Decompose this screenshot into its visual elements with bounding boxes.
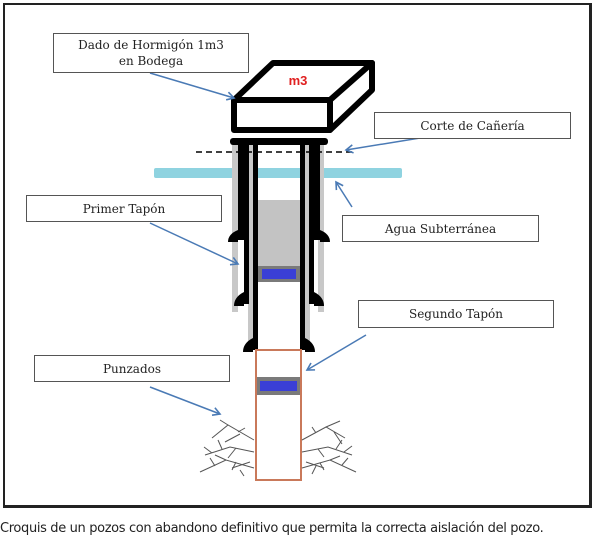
perforations-right (301, 420, 357, 475)
production-casing-left (253, 142, 258, 350)
outer-cement-left (232, 142, 238, 312)
label-perforations: Punzados (34, 355, 230, 382)
surface-casing-right (314, 142, 320, 240)
diagram-frame (3, 3, 592, 508)
block-label: m3 (289, 73, 308, 88)
label-concrete-block: Dado de Hormigón 1m3 en Bodega (53, 33, 249, 73)
surface-casing-shoe-right (320, 230, 330, 242)
intermediate-casing-shoe-left (234, 292, 244, 306)
second-plug (260, 381, 297, 391)
first-plug-cement (258, 200, 300, 270)
outer-cement-right (318, 142, 324, 312)
perforations-left (199, 419, 255, 477)
intermediate-casing-shoe-right (314, 292, 324, 306)
label-first-plug: Primer Tapón (26, 195, 222, 222)
first-plug (262, 269, 296, 279)
arrow-first-plug (149, 222, 240, 266)
arrow-groundwater (335, 180, 353, 208)
groundwater-band (154, 168, 402, 178)
inner-cement-right (304, 142, 310, 342)
label-perforations-text: Punzados (102, 361, 162, 376)
figure-caption: Croquis de un pozos con abandono definit… (0, 521, 544, 536)
production-casing-shoe-left (243, 338, 253, 352)
inner-cement-left (248, 142, 254, 342)
intermediate-casing-left (244, 142, 249, 304)
arrow-pipe-cut (344, 137, 421, 154)
concrete-block (231, 60, 375, 133)
label-pipe-cut: Corte de Cañería (374, 112, 571, 139)
label-second-plug: Segundo Tapón (358, 300, 554, 328)
production-casing-shoe-right (305, 338, 315, 352)
production-casing-right (300, 142, 305, 350)
label-concrete-block-line1: Dado de Hormigón 1m3 (78, 38, 224, 52)
intermediate-casing-right (309, 142, 314, 304)
surface-casing-shoe-left (228, 230, 238, 242)
arrow-concrete-block (149, 72, 236, 101)
label-pipe-cut-text: Corte de Cañería (420, 118, 525, 133)
open-hole (255, 349, 302, 481)
label-groundwater: Agua Subterránea (342, 215, 539, 242)
label-concrete-block-line2: en Bodega (118, 54, 184, 68)
casing-head (230, 138, 328, 145)
surface-casing-left (238, 142, 244, 240)
label-first-plug-text: Primer Tapón (82, 201, 166, 216)
label-second-plug-text: Segundo Tapón (408, 307, 504, 321)
label-groundwater-text: Agua Subterránea (384, 221, 497, 236)
arrow-second-plug (305, 334, 367, 371)
arrow-perforations (149, 386, 222, 417)
